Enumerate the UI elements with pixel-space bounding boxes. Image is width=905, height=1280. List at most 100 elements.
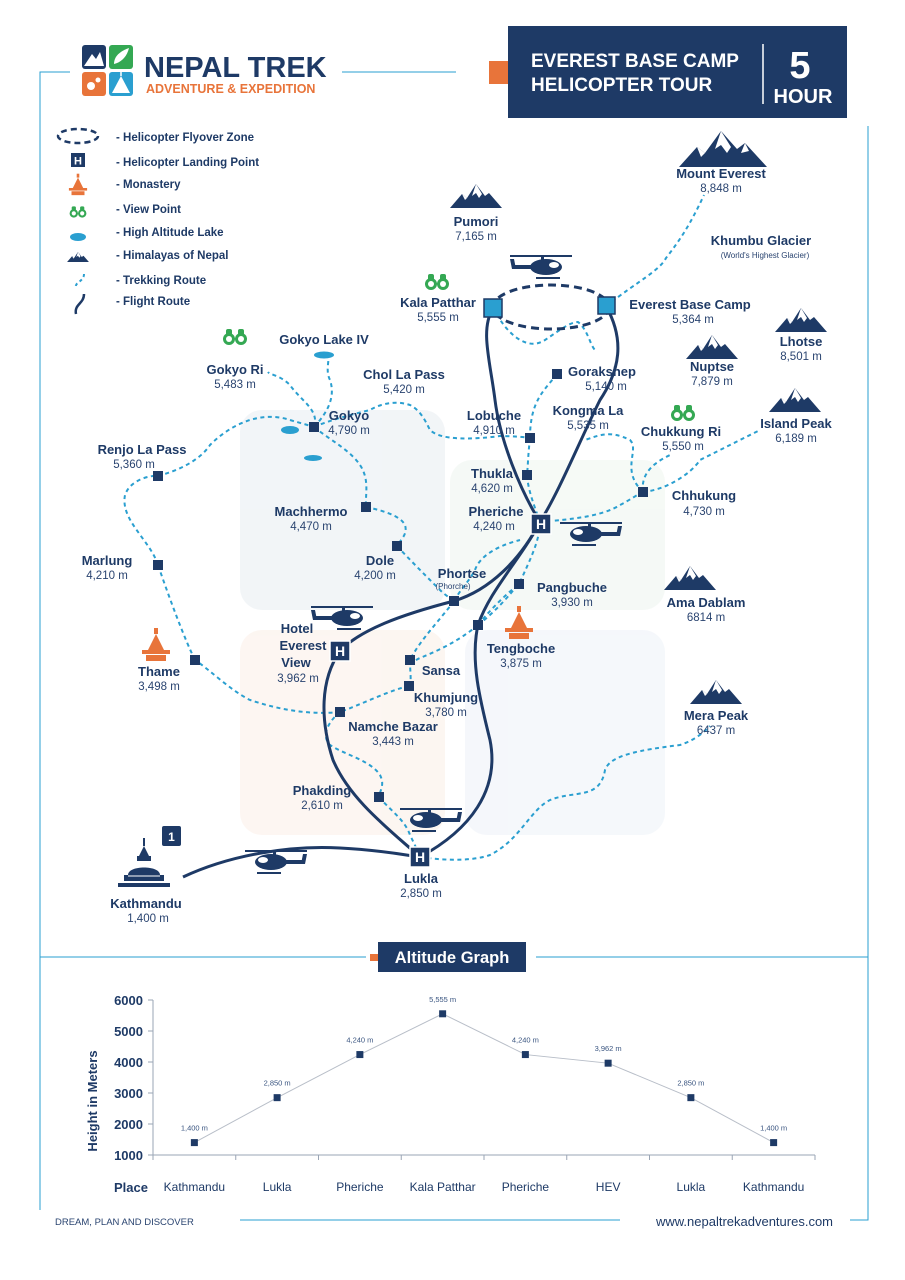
- legend-label: - Helicopter Landing Point: [116, 157, 259, 169]
- chart-x-tick-label: Pheriche: [336, 1180, 384, 1194]
- place-altitude: 2,850 m: [400, 888, 442, 900]
- chart-y-tick-label: 3000: [114, 1086, 143, 1101]
- place-name: Renjo La Pass: [98, 442, 187, 457]
- monastery-icon: [505, 606, 533, 639]
- place-name: Ama Dablam: [667, 595, 746, 610]
- chart-data-point: [356, 1051, 364, 1059]
- place-name: Marlung: [82, 553, 133, 568]
- chart-x-tick-label: Kala Patthar: [410, 1180, 476, 1194]
- chart-y-tick-label: 6000: [114, 993, 143, 1008]
- place-altitude: 4,200 m: [354, 570, 396, 582]
- place-name: Pangbuche: [537, 580, 607, 595]
- place-altitude: 3,780 m: [425, 707, 467, 719]
- chart-data-point: [439, 1010, 447, 1018]
- legend-label: - Monastery: [116, 179, 181, 191]
- place-name: Sansa: [422, 663, 461, 678]
- svg-text:H: H: [74, 156, 82, 168]
- place-labels: Mount Everest 8,848 m Pumori 7,165 m Khu…: [82, 166, 833, 925]
- monastery-icon: [68, 173, 88, 196]
- chart-x-tick-label: Kathmandu: [743, 1180, 804, 1194]
- place-name: Everest Base Camp: [629, 297, 750, 312]
- place-altitude: 3,962 m: [277, 673, 319, 685]
- place-altitude: 4,210 m: [86, 570, 128, 582]
- place-altitude: 4,730 m: [683, 506, 725, 518]
- helipad-icon: H: [71, 153, 85, 168]
- start-badge: [162, 826, 181, 846]
- place-name: Kala Patthar: [400, 295, 476, 310]
- chart-data-label: 4,240 m: [512, 1036, 539, 1045]
- legend-label: - Helicopter Flyover Zone: [116, 132, 254, 144]
- legend: - Helicopter Flyover Zone H - Helicopter…: [56, 127, 259, 315]
- chart-data-label: 1,400 m: [181, 1124, 208, 1133]
- place-name: Lhotse: [780, 334, 823, 349]
- chart-y-tick-label: 1000: [114, 1148, 143, 1163]
- svg-text:H: H: [536, 516, 546, 532]
- start-badge-number: 1: [168, 830, 175, 844]
- place-note: (World's Highest Glacier): [721, 251, 810, 260]
- chart-x-axis-label: Place: [114, 1180, 148, 1195]
- lake-icon: [314, 351, 334, 359]
- place-altitude: 7,879 m: [691, 376, 733, 388]
- graph-heading-accent: [370, 954, 382, 961]
- trekking-routes: [123, 194, 761, 861]
- place-name: Namche Bazar: [348, 719, 438, 734]
- legend-label: - View Point: [116, 204, 181, 216]
- graph-heading: Altitude Graph: [395, 949, 510, 967]
- altitude-chart: Height in Meters Place 10002000300040005…: [85, 993, 816, 1195]
- tour-title-line2: HELICOPTER TOUR: [531, 75, 712, 96]
- place-name: Kathmandu: [110, 896, 182, 911]
- legend-label: - Flight Route: [116, 296, 190, 308]
- place-name: Phortse: [438, 566, 486, 581]
- place-altitude: 7,165 m: [455, 231, 497, 243]
- place-name: Pumori: [454, 214, 499, 229]
- place-name: Island Peak: [760, 416, 832, 431]
- place-altitude: 6437 m: [697, 725, 735, 737]
- lake-icon: [281, 426, 299, 434]
- mountain-icon: [686, 335, 738, 359]
- place-name: Gokyo: [329, 408, 370, 423]
- helicopter-icon: [310, 606, 374, 630]
- place-name: View: [281, 655, 311, 670]
- chart-data-label: 4,240 m: [346, 1036, 373, 1045]
- chart-data-label: 1,400 m: [760, 1124, 787, 1133]
- trekking-route-icon: [74, 273, 85, 289]
- place-name: Thame: [138, 664, 180, 679]
- place-name: Khumjung: [414, 690, 478, 705]
- chart-x-tick-label: Lukla: [677, 1180, 706, 1194]
- mountain-icon: [450, 184, 502, 208]
- place-name: Lukla: [404, 871, 439, 886]
- footer-website: www.nepaltrekadventures.com: [655, 1214, 833, 1229]
- place-name: Hotel: [281, 621, 314, 636]
- chart-data-label: 5,555 m: [429, 995, 456, 1004]
- mountain-icon: [690, 680, 742, 704]
- place-name: Phakding: [293, 783, 352, 798]
- tour-title-line1: EVEREST BASE CAMP: [531, 51, 739, 72]
- page-frame: [39, 71, 869, 1221]
- place-altitude: 8,848 m: [700, 183, 742, 195]
- graph-heading-box: [378, 942, 526, 972]
- place-altitude: 1,400 m: [127, 913, 169, 925]
- place-name: Mount Everest: [676, 166, 766, 181]
- binoculars-icon: [223, 329, 247, 345]
- mountain-icon: [664, 566, 716, 590]
- place-altitude: 3,875 m: [500, 658, 542, 670]
- place-altitude: 4,470 m: [290, 521, 332, 533]
- chart-x-tick-label: Pheriche: [502, 1180, 550, 1194]
- place-altitude: 6,189 m: [775, 433, 817, 445]
- legend-label: - High Altitude Lake: [116, 227, 224, 239]
- tour-title-box: [508, 26, 847, 118]
- place-name: Chol La Pass: [363, 367, 445, 382]
- place-altitude: 5,360 m: [113, 459, 155, 471]
- svg-text:H: H: [415, 849, 425, 865]
- place-name: Kongma La: [553, 403, 625, 418]
- place-name: Everest: [280, 638, 328, 653]
- helicopter-icon: [509, 255, 573, 279]
- tour-duration-value: 5: [789, 45, 810, 87]
- helipad-icon: H: [329, 640, 351, 662]
- place-altitude: 5,483 m: [214, 379, 256, 391]
- place-altitude: 3,498 m: [138, 681, 180, 693]
- place-altitude: 5,364 m: [672, 314, 714, 326]
- chart-x-tick-label: Lukla: [263, 1180, 292, 1194]
- place-name: Chhukung: [672, 488, 736, 503]
- chart-data-point: [521, 1051, 529, 1059]
